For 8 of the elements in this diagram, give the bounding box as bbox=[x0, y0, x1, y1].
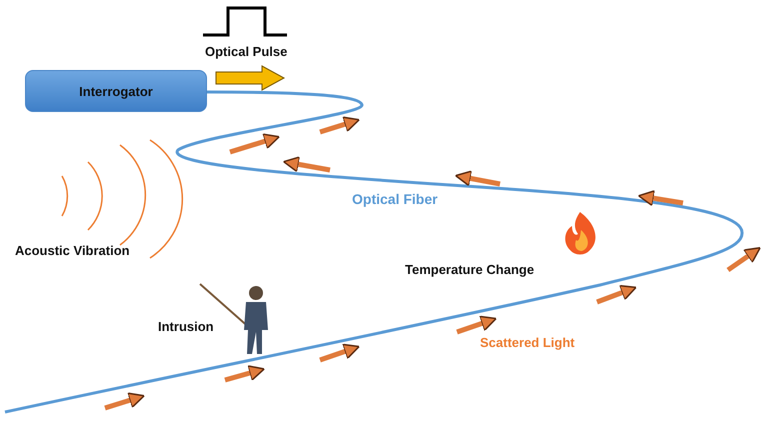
annotation-text: Intrusion bbox=[158, 319, 214, 334]
device-label: Interrogator bbox=[79, 84, 153, 98]
annotation-text: Optical Fiber bbox=[352, 191, 438, 207]
annotation-text: Scattered Light bbox=[480, 335, 575, 350]
annotation-text: Optical Pulse bbox=[205, 44, 288, 59]
annotation-text: Temperature Change bbox=[405, 262, 534, 277]
annotation-text: Acoustic Vibration bbox=[15, 243, 130, 258]
device-box bbox=[25, 70, 207, 112]
